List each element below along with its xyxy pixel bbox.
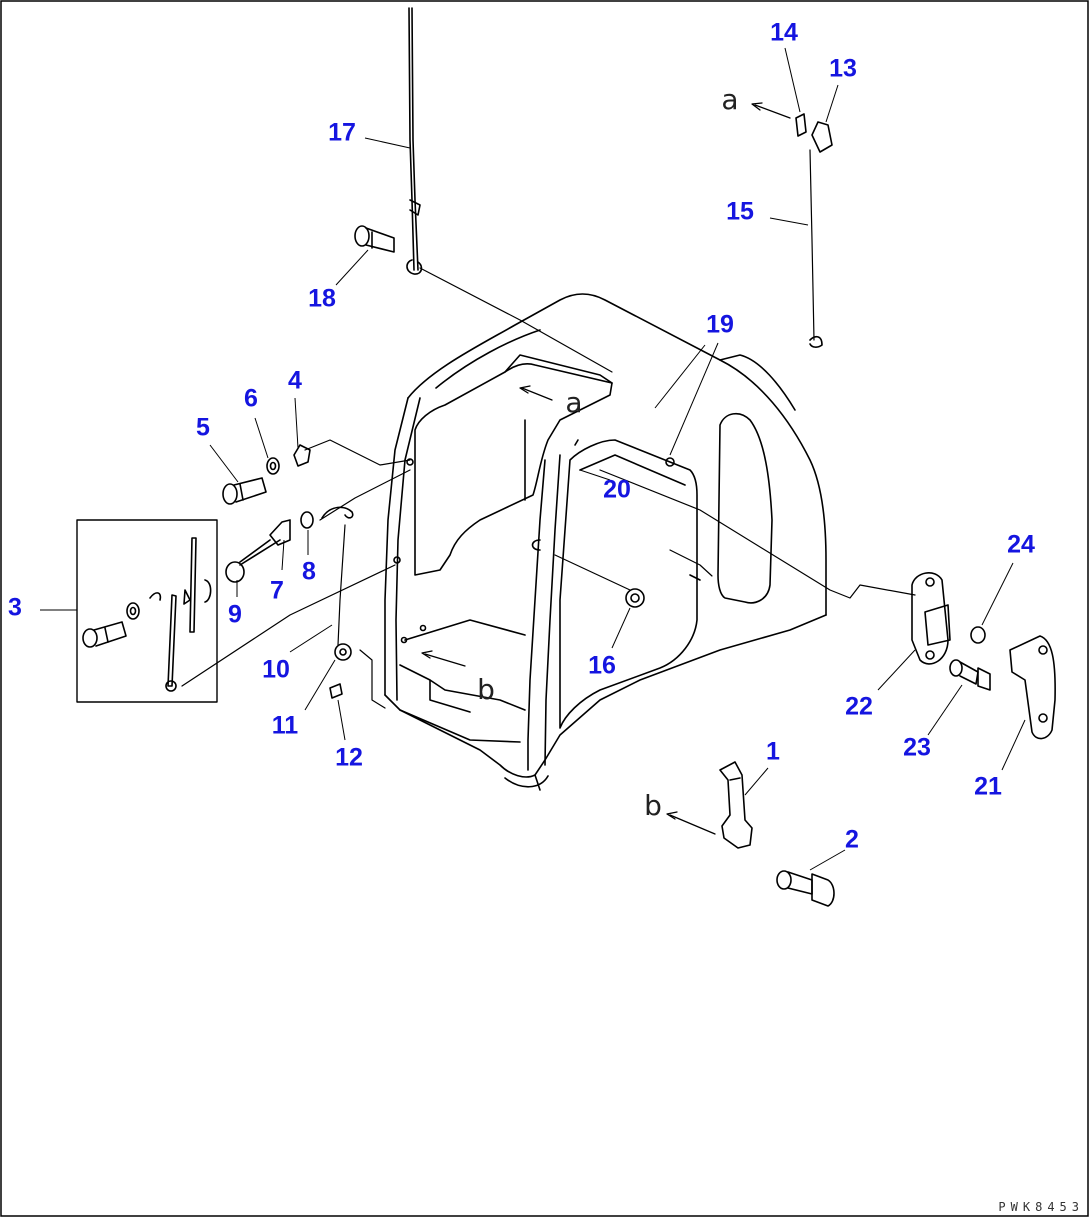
bolt-2 [776,870,835,907]
callout-20: 20 [603,475,631,504]
view-letter-b-cab: b [477,673,495,706]
clip-13 [811,121,833,153]
plate-14 [795,113,807,137]
view-arrows [421,102,791,835]
nut-4 [293,444,311,467]
bracket-21 [1009,635,1056,740]
wire-end-15 [809,335,823,348]
arm-7 [239,519,291,566]
callout-leaders [40,47,1026,871]
hinge-22 [911,572,951,665]
callout-1: 1 [766,737,780,766]
nut-24 [970,626,986,644]
callout-18: 18 [308,284,336,313]
view-letter-a-cab: a [565,386,583,419]
callout-12: 12 [335,743,363,772]
wiper-assembly-box [76,519,218,703]
callout-6: 6 [244,384,258,413]
callout-4: 4 [288,366,302,395]
wiper-assembly-3 [82,537,212,692]
callout-21: 21 [974,772,1002,801]
callout-11: 11 [271,711,299,740]
washer-6 [266,457,280,475]
bolt-9 [225,539,271,583]
view-letter-a-top: a [721,83,739,116]
callout-3: 3 [8,593,22,622]
callout-7: 7 [270,576,284,605]
callout-10: 10 [262,655,290,684]
bolt-5 [222,477,267,505]
bolt-18 [354,225,395,253]
leader-lines [181,149,916,709]
clamp-12 [329,683,343,699]
grommet-11 [334,643,352,661]
latch-1 [719,761,753,849]
callout-24: 24 [1007,530,1035,559]
antenna-17 [406,7,423,275]
callout-13: 13 [829,54,857,83]
callout-9: 9 [228,600,242,629]
callout-8: 8 [302,557,316,586]
callout-15: 15 [726,197,754,226]
callout-19: 19 [706,310,734,339]
bolt-23 [949,659,991,691]
washer-8 [300,511,314,529]
callout-17: 17 [328,118,356,147]
callout-5: 5 [196,413,210,442]
cab-body [384,293,827,791]
callout-2: 2 [845,825,859,854]
callout-22: 22 [845,692,873,721]
callout-14: 14 [770,18,798,47]
hose-10 [321,506,354,519]
callout-23: 23 [903,733,931,762]
callout-16: 16 [588,651,616,680]
view-letter-b-bottom: b [644,789,662,822]
drawing-code: PWK8453 [998,1200,1084,1214]
